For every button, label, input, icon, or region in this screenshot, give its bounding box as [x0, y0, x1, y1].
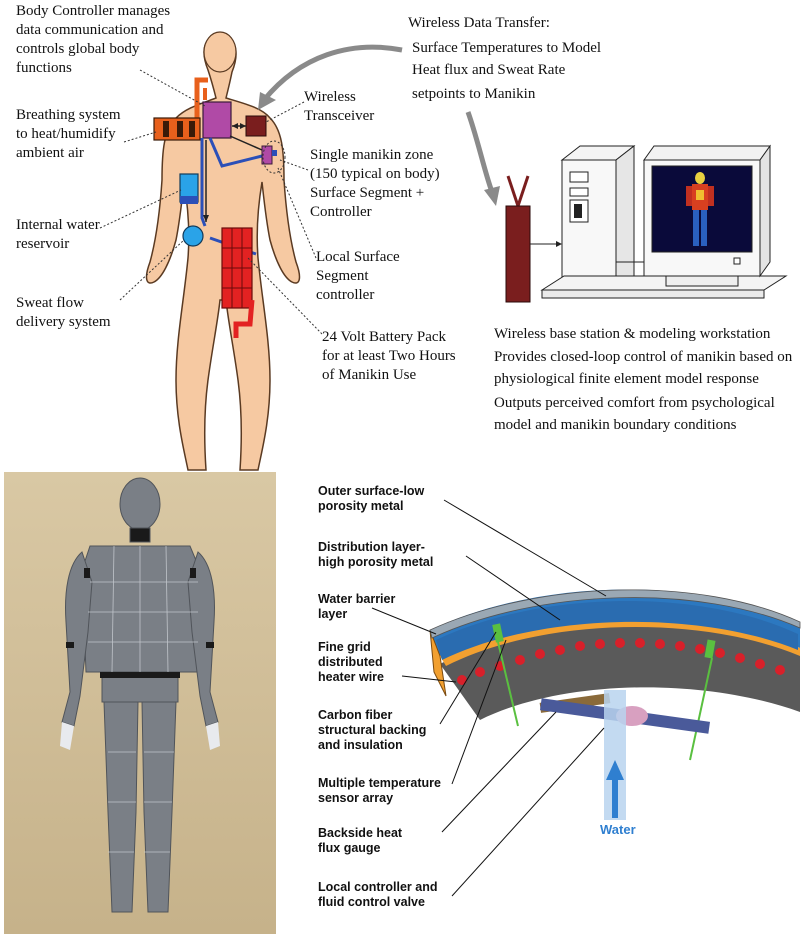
sweat-pump	[183, 226, 203, 246]
label-water-barrier: Water barrier layer	[318, 592, 418, 622]
battery-pack	[222, 228, 252, 308]
label-sweat-flow: Sweat flow delivery system	[16, 294, 146, 332]
label-closed-loop: Provides closed-loop control of manikin …	[494, 346, 800, 390]
label-wireless-data-transfer: Wireless Data Transfer:	[408, 14, 608, 33]
label-outer-surface: Outer surface-low porosity metal	[318, 484, 458, 514]
label-wireless-transceiver: Wireless Transceiver	[304, 88, 394, 126]
label-local-controller-valve: Local controller and fluid control valve	[318, 880, 478, 910]
antenna-icon	[506, 176, 530, 302]
label-battery-pack: 24 Volt Battery Pack for at least Two Ho…	[322, 328, 492, 385]
panel-cross-section-icon	[430, 589, 800, 820]
breathing-system-device	[154, 118, 200, 140]
label-water-reservoir: Internal water reservoir	[16, 216, 126, 254]
label-outputs-comfort: Outputs perceived comfort from psycholog…	[494, 392, 800, 436]
label-heat-flux-setpoints: Heat flux and Sweat Rate setpoints to Ma…	[412, 58, 632, 106]
label-surface-temperatures: Surface Temperatures to Model	[412, 36, 632, 60]
body-controller-box	[203, 102, 231, 138]
manikin-photo-icon	[4, 472, 276, 934]
monitor-icon	[644, 146, 770, 286]
label-backside-heat-flux: Backside heat flux gauge	[318, 826, 458, 856]
label-breathing-system: Breathing system to heat/humidify ambien…	[16, 106, 146, 163]
label-carbon-fiber: Carbon fiber structural backing and insu…	[318, 708, 458, 753]
computer-tower-icon	[562, 146, 634, 290]
label-water: Water	[600, 822, 660, 837]
label-local-surface-segment: Local Surface Segment controller	[316, 248, 416, 305]
label-temperature-sensor: Multiple temperature sensor array	[318, 776, 468, 806]
label-fine-grid-heater: Fine grid distributed heater wire	[318, 640, 418, 685]
label-body-controller: Body Controller manages data communicati…	[16, 2, 206, 78]
transceiver-box	[246, 116, 266, 136]
label-base-station: Wireless base station & modeling worksta…	[494, 322, 799, 346]
label-single-manikin-zone: Single manikin zone (150 typical on body…	[310, 146, 480, 222]
label-distribution-layer: Distribution layer- high porosity metal	[318, 540, 478, 570]
